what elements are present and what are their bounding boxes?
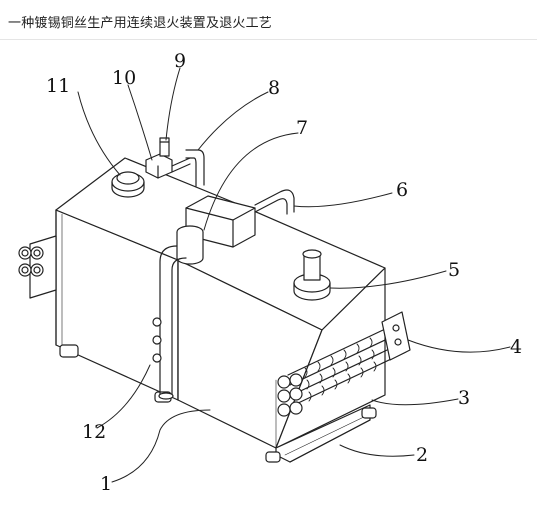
callout-numbers: 11 10 9 8 7 6 5 4 3 2 1 12 (46, 50, 522, 495)
roller-assembly (277, 311, 411, 417)
roller-ridges (304, 337, 377, 402)
callout-6: 6 (396, 179, 408, 201)
left-wire-guides (18, 235, 57, 299)
callout-9: 9 (174, 50, 186, 72)
callout-11: 11 (46, 75, 70, 97)
callout-2: 2 (416, 444, 428, 466)
page-header: 一种镀锡铜丝生产用连续退火装置及退火工艺 (0, 0, 537, 40)
top-outlet-5 (293, 249, 331, 301)
callout-12: 12 (82, 421, 106, 443)
callout-5: 5 (448, 259, 460, 281)
patent-figure: 11 10 9 8 7 6 5 4 3 2 1 12 (0, 40, 537, 502)
callout-10: 10 (112, 67, 136, 89)
vertical-pipe-7 (158, 225, 204, 400)
callout-7: 7 (296, 117, 308, 139)
leader-lines (77, 67, 511, 483)
callout-1: 1 (100, 473, 112, 495)
connecting-pipe-8 (185, 149, 205, 187)
top-inlet-11 (111, 171, 145, 198)
callout-3: 3 (458, 387, 470, 409)
page-title: 一种镀锡铜丝生产用连续退火装置及退火工艺 (8, 16, 273, 31)
callout-4: 4 (510, 336, 522, 358)
base-stand (265, 404, 377, 463)
apparatus-drawing: 11 10 9 8 7 6 5 4 3 2 1 12 (18, 50, 522, 495)
front-bolts (152, 317, 162, 363)
roller-caps (277, 373, 303, 417)
callout-8: 8 (268, 77, 280, 99)
valve-9-10 (145, 137, 191, 179)
